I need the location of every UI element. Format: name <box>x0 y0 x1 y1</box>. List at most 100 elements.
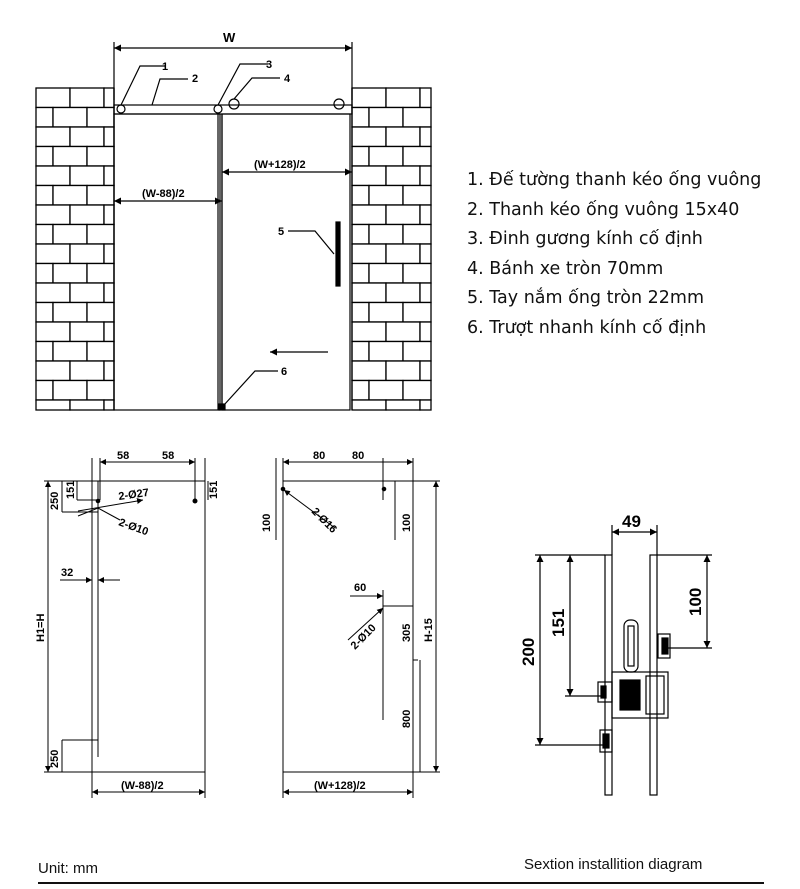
hole-16-label: 2-Ø16 <box>309 506 339 536</box>
callout-5: 5 <box>278 226 284 238</box>
brick <box>419 243 432 265</box>
brick <box>351 360 387 382</box>
brick <box>351 87 387 109</box>
brick <box>86 340 115 362</box>
brick <box>69 126 105 148</box>
brick <box>35 126 71 148</box>
brick <box>103 165 115 187</box>
sliding-panel-labels: 80 80 100 2-Ø16 100 60 2-Ø10 305 H-15 80… <box>261 450 435 792</box>
brick <box>351 301 370 323</box>
legend-item: 1. Đế tường thanh kéo ống vuông <box>467 170 762 190</box>
brick <box>69 87 105 109</box>
floor-guide <box>218 403 226 411</box>
brick <box>69 243 105 265</box>
brick <box>86 223 115 245</box>
brick <box>385 282 421 304</box>
brick <box>368 184 404 206</box>
brick <box>385 243 421 265</box>
brick <box>385 399 421 411</box>
brick <box>35 340 54 362</box>
callout-2: 2 <box>192 73 198 85</box>
fixed-panel-width: (W-88)/2 <box>142 188 185 200</box>
brick <box>419 321 432 343</box>
brick <box>52 301 88 323</box>
brick <box>52 223 88 245</box>
brick <box>35 204 71 226</box>
sliding-panel-width: (W+128)/2 <box>254 159 306 171</box>
brick <box>69 321 105 343</box>
brick <box>351 340 370 362</box>
dim-100-section: 100 <box>686 588 705 616</box>
dim-80-a: 80 <box>313 450 325 462</box>
brick <box>351 106 370 128</box>
brick <box>402 340 432 362</box>
dim-32: 32 <box>61 567 73 579</box>
brick <box>385 87 421 109</box>
brick <box>368 106 404 128</box>
brick <box>419 165 432 187</box>
brick <box>52 145 88 167</box>
brick <box>103 243 115 265</box>
sliding-panel-bottom-width: (W+128)/2 <box>314 780 366 792</box>
door-handle <box>335 221 341 287</box>
brick <box>52 379 88 401</box>
brick <box>351 184 370 206</box>
brick <box>103 204 115 226</box>
fixed-panel-detail <box>44 458 209 798</box>
brick <box>35 282 71 304</box>
brick <box>351 145 370 167</box>
dim-49: 49 <box>622 512 641 531</box>
brick <box>351 243 387 265</box>
brick <box>419 204 432 226</box>
brick <box>419 282 432 304</box>
brick <box>368 379 404 401</box>
dim-100-right: 100 <box>401 514 413 532</box>
glass-clamp <box>213 104 223 114</box>
brick <box>35 379 54 401</box>
brick <box>35 184 54 206</box>
dim-250-top: 250 <box>49 492 61 510</box>
brick <box>103 321 115 343</box>
brick <box>351 165 387 187</box>
callout-3: 3 <box>266 59 272 71</box>
dim-250-bottom: 250 <box>49 750 61 768</box>
roller-wheel <box>228 98 240 110</box>
height-h1: H1=H <box>35 614 47 642</box>
dim-800: 800 <box>401 710 413 728</box>
height-h15: H-15 <box>423 618 435 642</box>
brick <box>86 379 115 401</box>
brick <box>35 165 71 187</box>
parts-legend: 1. Đế tường thanh kéo ống vuông 2. Thanh… <box>467 166 761 344</box>
brick <box>103 399 115 411</box>
brick <box>351 223 370 245</box>
brick <box>35 145 54 167</box>
brick <box>35 360 71 382</box>
brick <box>351 321 387 343</box>
front-elevation-labels: W 1 2 3 4 5 6 (W-88)/2 (W+128)/2 <box>142 30 306 378</box>
brick <box>385 321 421 343</box>
front-elevation <box>35 42 432 411</box>
brick <box>35 106 54 128</box>
brick <box>368 340 404 362</box>
brick <box>402 184 432 206</box>
brick <box>69 399 105 411</box>
brick <box>402 301 432 323</box>
hole-27-label: 2-Ø27 <box>118 487 150 503</box>
brick <box>35 399 71 411</box>
brick <box>35 301 54 323</box>
brick <box>103 360 115 382</box>
hole-10-label-right: 2-Ø10 <box>349 622 379 652</box>
brick <box>402 262 432 284</box>
brick-wall-right <box>351 87 432 411</box>
brick <box>52 106 88 128</box>
brick <box>419 126 432 148</box>
brick-wall-left <box>35 87 115 411</box>
brick <box>86 262 115 284</box>
brick <box>402 379 432 401</box>
brick <box>86 184 115 206</box>
brick <box>385 204 421 226</box>
footer-divider <box>38 882 764 884</box>
dim-200: 200 <box>519 638 538 666</box>
wall-bracket <box>116 104 126 114</box>
